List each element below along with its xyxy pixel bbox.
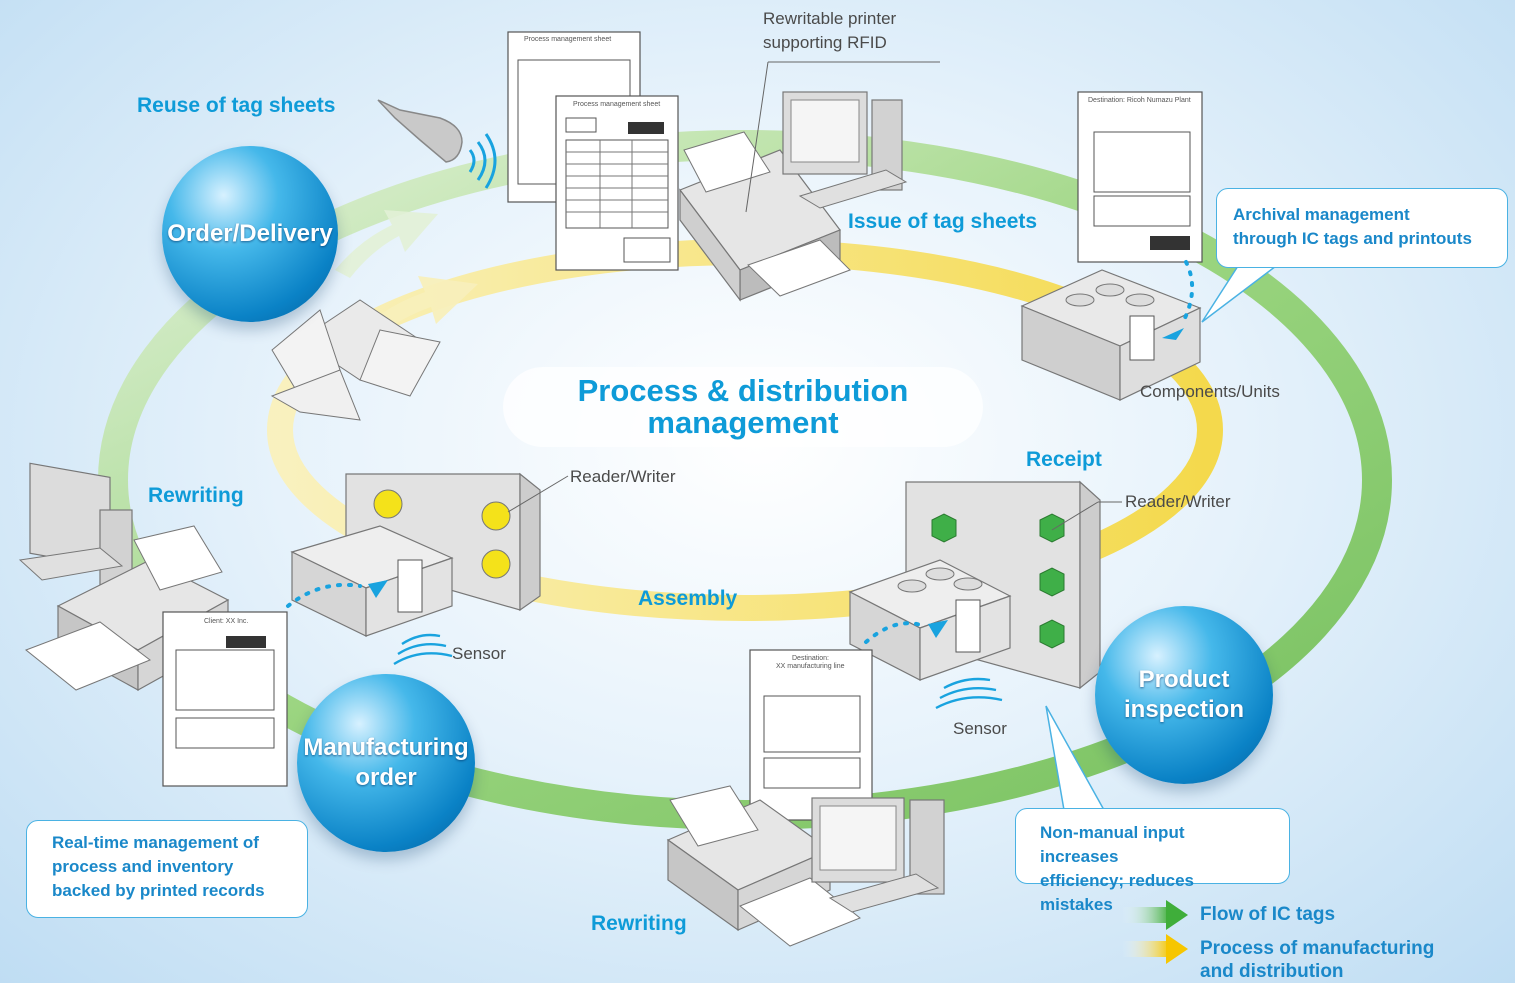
- destination-sheet: [1077, 91, 1203, 263]
- reader-writer-right-icon: [1039, 513, 1065, 543]
- sensor-left-icon: [393, 633, 453, 666]
- realtime-callout: Real-time management of process and inve…: [26, 820, 308, 918]
- label-reader-writer-1: Reader/Writer: [570, 467, 676, 486]
- manufacturing-order-line1: Manufacturing: [303, 734, 469, 761]
- product-inspection-sphere: Product inspection: [1095, 606, 1273, 784]
- label-rewriting-bottom: Rewriting: [591, 912, 687, 935]
- archival-callout: Archival management through IC tags and …: [1216, 188, 1508, 268]
- sheet-title-destination-1: Destination:: [792, 655, 829, 662]
- nonmanual-line2: efficiency; reduces mistakes: [1040, 871, 1195, 914]
- product-inspection-line1: Product: [1138, 666, 1230, 693]
- center-title-line1: Process & distribution: [577, 373, 909, 408]
- label-issue: Issue of tag sheets: [848, 210, 1038, 233]
- right-dots: [864, 621, 926, 644]
- rewritable-printer-top: [679, 131, 851, 302]
- label-sensor-2: Sensor: [953, 719, 1007, 738]
- label-reader-writer-2: Reader/Writer: [1125, 492, 1231, 511]
- sheet-title-process-2: Process management sheet: [573, 101, 661, 108]
- center-title-line2: management: [647, 405, 839, 440]
- barcode-scanner-icon: [377, 99, 497, 189]
- parts-box-right: [848, 559, 1012, 681]
- parts-box-left: [290, 525, 454, 637]
- label-reuse: Reuse of tag sheets: [137, 94, 336, 117]
- label-printer-line1: Rewritable printer: [763, 9, 897, 28]
- printer-leader-line: [745, 61, 769, 213]
- open-box-icon: [270, 299, 441, 421]
- label-sensor-1: Sensor: [452, 644, 506, 663]
- product-inspection-line2: inspection: [1123, 696, 1244, 723]
- legend-ic-flow: Flow of IC tags: [1200, 904, 1336, 925]
- legend-process: Process of manufacturing and distributio…: [1200, 937, 1434, 983]
- computer-bottom: [811, 797, 945, 913]
- label-rewriting-left: Rewriting: [148, 484, 244, 507]
- archival-line2: through IC tags and printouts: [1233, 229, 1472, 248]
- destination-line-sheet: [749, 649, 873, 821]
- label-components-units: Components/Units: [1140, 382, 1280, 401]
- center-title: Process & distribution management: [503, 367, 983, 447]
- realtime-line1: Real-time management of: [52, 833, 259, 852]
- legend-yellow-arrow: [1122, 934, 1188, 964]
- legend-green-arrow: [1122, 900, 1188, 930]
- reader-gate-left: [345, 472, 541, 612]
- sheet-title-ricoh: Destination: Ricoh Numazu Plant: [1088, 97, 1191, 104]
- nonmanual-line1: Non-manual input increases: [1040, 823, 1185, 866]
- sheet-title-client: Client: XX Inc.: [204, 618, 249, 625]
- green-flow-arrow: [335, 210, 438, 278]
- rewritable-printer-bottom: [666, 785, 861, 947]
- archival-line1: Archival management: [1233, 205, 1410, 224]
- label-receipt: Receipt: [1026, 448, 1102, 471]
- client-sheet: [162, 611, 288, 787]
- sensor-right-icon: [935, 677, 1003, 710]
- manufacturing-order-line2: order: [355, 764, 417, 791]
- label-assembly: Assembly: [638, 587, 738, 610]
- legend-process-line2: and distribution: [1200, 961, 1344, 982]
- order-delivery-sphere: Order/Delivery: [162, 146, 338, 322]
- nonmanual-callout: Non-manual input increases efficiency; r…: [1015, 808, 1290, 914]
- sheet-title-process-1: Process management sheet: [524, 36, 612, 43]
- order-delivery-label: Order/Delivery: [167, 220, 333, 247]
- rewritable-printer-left: [25, 525, 230, 692]
- computer-top: [782, 91, 908, 209]
- realtime-line3: backed by printed records: [52, 881, 265, 900]
- components-box: [1020, 269, 1202, 401]
- process-sheet-front: [555, 95, 679, 271]
- sheet-title-destination-2: XX manufacturing line: [776, 663, 845, 670]
- legend-process-line1: Process of manufacturing: [1200, 938, 1435, 959]
- realtime-line2: process and inventory: [52, 857, 234, 876]
- reader-writer-left-icon: [373, 489, 403, 519]
- manufacturing-order-sphere: Manufacturing order: [297, 674, 475, 852]
- left-dots: [286, 582, 362, 608]
- label-printer-line2: supporting RFID: [763, 33, 887, 52]
- archival-dots: [1180, 260, 1195, 326]
